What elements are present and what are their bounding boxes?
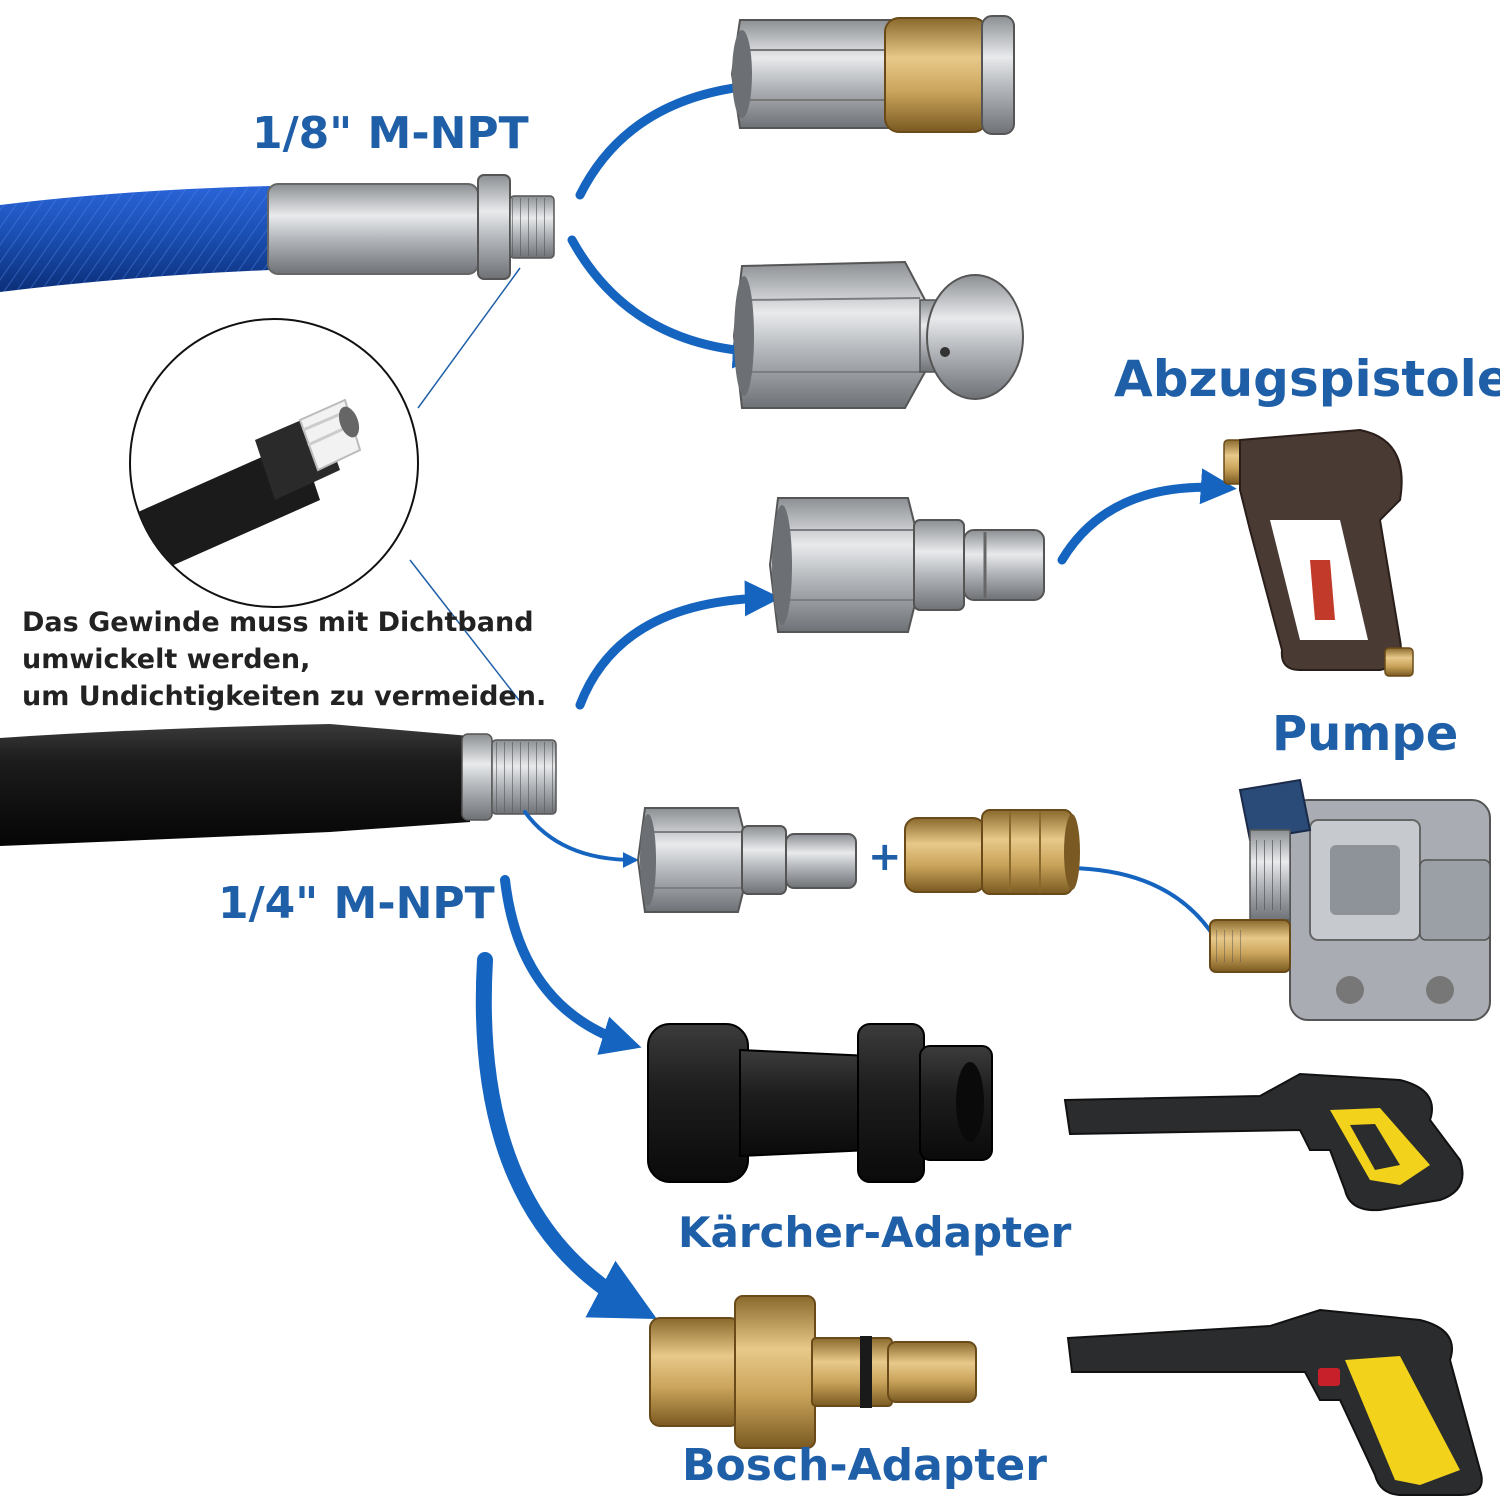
black-hose (0, 724, 557, 846)
arrow-to-small-plug (523, 810, 639, 868)
note-line-2: umwickelt werden, (22, 644, 311, 675)
note-line-1: Das Gewinde muss mit Dichtband (22, 607, 534, 638)
seal-tape-note: Das Gewinde muss mit Dichtband umwickelt… (22, 604, 582, 715)
label-pump: Pumpe (1272, 706, 1459, 762)
arrow-to-pump (1068, 866, 1225, 955)
kaercher-adapter-icon (647, 1023, 993, 1183)
rotating-nozzle-icon (730, 15, 1015, 135)
quick-connect-plug-icon (768, 497, 1045, 633)
label-1-4-npt: 1/4" M-NPT (218, 878, 495, 929)
label-trigger-gun: Abzugspistole (1114, 350, 1500, 408)
ball-nozzle-icon (732, 260, 1024, 409)
arrow-to-kaercher-adapter (500, 875, 642, 1055)
brass-coupler-icon (904, 809, 1080, 895)
arrow-to-bosch-adapter (475, 952, 657, 1319)
small-quick-plug-icon (636, 807, 857, 913)
plus-sign: + (868, 834, 902, 880)
label-1-8-npt: 1/8" M-NPT (252, 108, 529, 159)
arrow-to-quick-plug (575, 580, 781, 710)
arrow-to-rotating-nozzle (575, 68, 771, 200)
bosch-adapter-icon (649, 1295, 977, 1449)
bosch-gun-icon (1066, 1308, 1483, 1496)
note-line-3: um Undichtigkeiten zu vermeiden. (22, 681, 547, 712)
magnifier-circle (129, 267, 523, 705)
label-kaercher-adapter: Kärcher-Adapter (678, 1208, 1072, 1257)
arrow-to-trigger-gun (1057, 468, 1237, 565)
arrow-to-ball-nozzle (567, 235, 769, 369)
label-bosch-adapter: Bosch-Adapter (682, 1440, 1047, 1491)
trigger-gun-icon (1223, 428, 1414, 677)
blue-hose (0, 174, 555, 292)
pump-icon (1209, 778, 1491, 1021)
connection-arrows (475, 68, 1237, 1319)
kaercher-gun-icon (1063, 1072, 1464, 1212)
